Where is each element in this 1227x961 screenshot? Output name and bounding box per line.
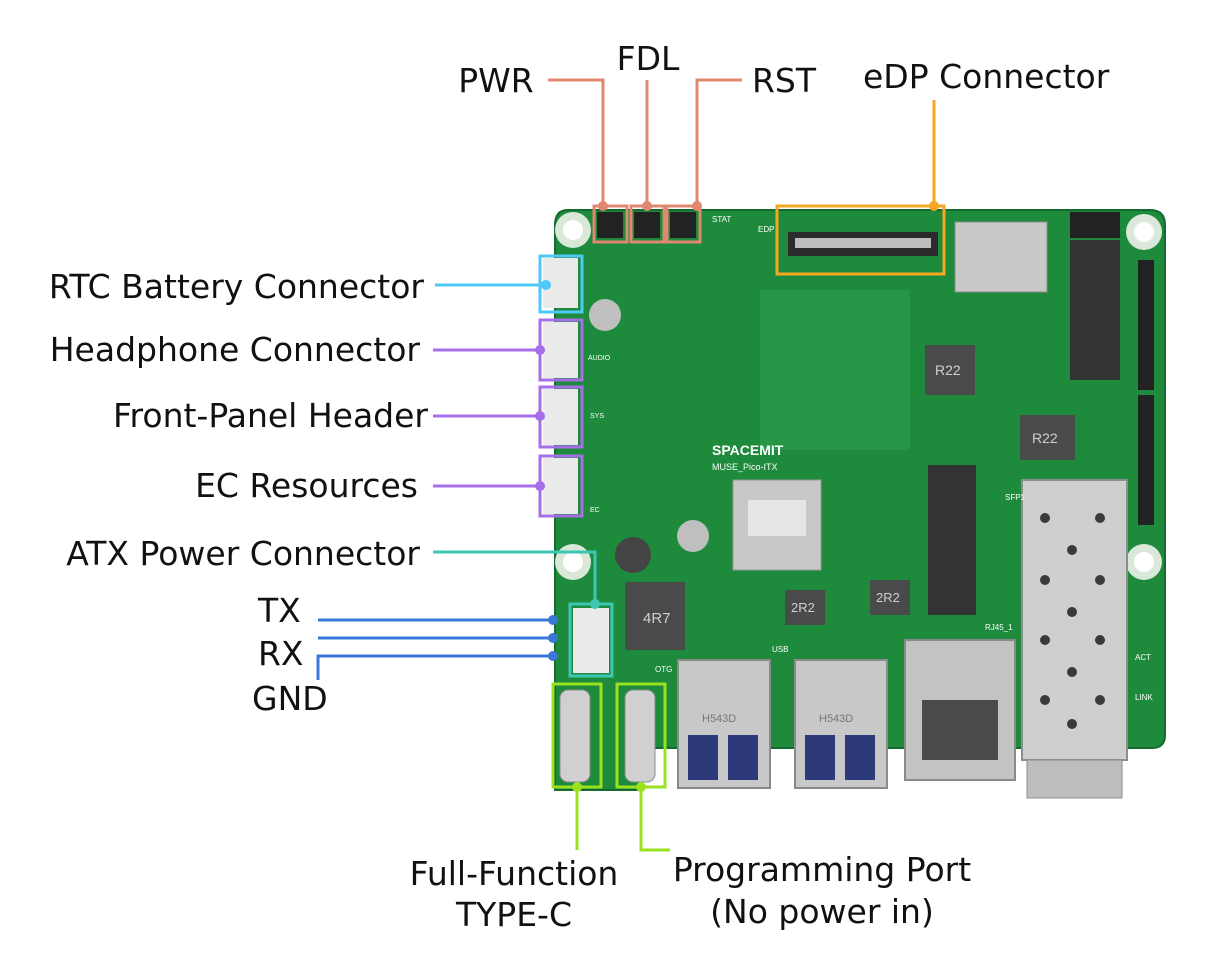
usb-a-stack-1	[677, 659, 771, 789]
inductor-r22b-shape	[1020, 415, 1075, 460]
label-edp: eDP Connector	[863, 57, 1110, 96]
silk-ec: EC	[590, 507, 600, 514]
gnd-leader	[316, 654, 553, 680]
silk-brand: SPACEMIT	[712, 442, 784, 458]
label-prog-line2: (No power in)	[710, 892, 934, 931]
capacitor	[615, 537, 651, 573]
silk-r22a: R22	[935, 362, 961, 378]
typec-programming-body	[624, 689, 656, 783]
label-ec: EC Resources	[195, 466, 418, 505]
inductor-2r2b-shape	[870, 580, 910, 615]
typec-full-function-body	[559, 689, 591, 783]
label-gnd: GND	[252, 679, 328, 718]
label-fdl: FDL	[616, 39, 680, 78]
typec-prog-leader	[639, 787, 670, 852]
silk-link: LINK	[1135, 693, 1153, 702]
sfp-latch	[1026, 759, 1123, 799]
silk-edp: EDP	[758, 225, 774, 234]
silk-act: ACT	[1135, 653, 1151, 662]
silk-stat: STAT	[712, 215, 731, 224]
silk-sys: SYS	[590, 413, 604, 420]
pwr-leader	[548, 78, 605, 206]
silk-sfp: SFP1	[1005, 493, 1026, 502]
soc-area	[760, 290, 910, 450]
silk-4r7: 4R7	[643, 610, 671, 627]
usb-a-stack-2	[794, 659, 888, 789]
pwr-button-box	[592, 204, 629, 244]
label-typec-line1: Full-Function	[409, 854, 619, 893]
mounting-hole-tr	[1126, 214, 1162, 250]
silk-usb: USB	[772, 645, 788, 654]
silk-otg: OTG	[655, 665, 672, 674]
edp-box	[775, 204, 946, 276]
label-rx: RX	[258, 634, 304, 673]
silk-h543d-1: H543D	[702, 713, 736, 725]
label-rst: RST	[752, 61, 817, 100]
inductor-4r7-shape	[625, 582, 685, 650]
rst-leader	[695, 78, 742, 206]
silk-model: MUSE_Pico-ITX	[712, 462, 778, 472]
silk-rj45: RJ45_1	[985, 623, 1013, 632]
screw-middle	[677, 520, 709, 552]
leader-dots	[535, 201, 939, 792]
right-fpc-1	[1138, 260, 1154, 390]
silk-h543d-2: H543D	[819, 713, 853, 725]
mounting-hole-ml	[555, 544, 591, 580]
label-front-panel: Front-Panel Header	[112, 396, 428, 435]
label-rtc: RTC Battery Connector	[48, 267, 424, 306]
wifi-module	[954, 221, 1048, 293]
jtag-header	[1070, 212, 1120, 238]
silk-audio: AUDIO	[588, 355, 611, 362]
silk-2r2a: 2R2	[791, 600, 815, 615]
mounting-hole-mr	[1126, 544, 1162, 580]
m2-slot-middle	[928, 465, 976, 615]
mounting-hole-tl	[555, 212, 591, 248]
silk-2r2b: 2R2	[876, 590, 900, 605]
rst-button-box	[665, 204, 702, 244]
label-headphone: Headphone Connector	[49, 330, 420, 369]
sfp-cage	[1021, 479, 1128, 761]
label-typec-line2: TYPE-C	[455, 895, 572, 934]
silk-r22b: R22	[1032, 430, 1058, 446]
inductor-2r2a-shape	[785, 590, 825, 625]
label-atx: ATX Power Connector	[66, 534, 420, 573]
inductor-r22a-shape	[925, 345, 975, 395]
label-prog-line1: Programming Port	[672, 850, 972, 889]
label-pwr: PWR	[458, 61, 534, 100]
m2-slot-top	[1070, 240, 1120, 380]
atx-leader	[433, 550, 597, 604]
right-fpc-2	[1138, 395, 1154, 525]
label-tx: TX	[258, 591, 301, 630]
screw-top	[589, 299, 621, 331]
